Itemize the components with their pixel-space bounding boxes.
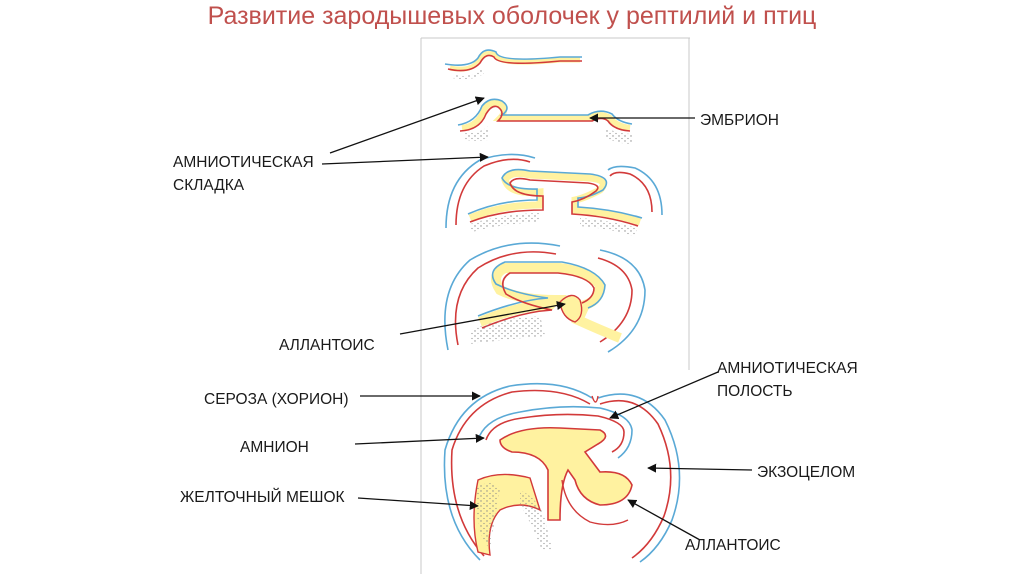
label-exocoelom: ЭКЗОЦЕЛОМ	[757, 464, 856, 481]
stage-5-figure	[443, 382, 681, 563]
label-amniotic-cavity: АМНИОТИЧЕСКАЯ ПОЛОСТЬ	[717, 357, 858, 403]
stage-1-figure	[444, 49, 582, 80]
arrow-amniotic-fold-2	[321, 152, 489, 165]
arrow-allantois-top	[399, 300, 566, 335]
arrow-allantois-bottom	[627, 499, 701, 541]
page-title: Развитие зародышевых оболочек у рептилий…	[207, 2, 817, 30]
stage-3-figure	[445, 153, 663, 236]
label-yolk-sac: ЖЕЛТОЧНЫЙ МЕШОК	[180, 489, 345, 506]
arrow-amnion	[354, 433, 485, 445]
pointer-arrows	[321, 96, 753, 541]
label-amniotic-fold-line1: АМНИОТИЧЕСКАЯ	[173, 154, 314, 171]
label-amniotic-fold-line2: СКЛАДКА	[173, 177, 245, 194]
label-allantois-bottom: АЛЛАНТОИС	[685, 537, 781, 554]
label-amnion: АМНИОН	[240, 439, 309, 456]
stage-2-figure	[457, 98, 633, 144]
stage-4-figure	[444, 242, 646, 353]
label-allantois-top: АЛЛАНТОИС	[279, 337, 375, 354]
label-amniotic-fold: АМНИОТИЧЕСКАЯ СКЛАДКА	[173, 151, 314, 197]
label-embryo: ЭМБРИОН	[700, 112, 779, 129]
arrow-amniotic-fold-1	[329, 96, 485, 154]
label-amniotic-cavity-line1: АМНИОТИЧЕСКАЯ	[717, 360, 858, 377]
arrow-amniotic-cavity	[609, 371, 719, 419]
arrow-exocoelom	[647, 463, 753, 473]
label-serosa: СЕРОЗА (ХОРИОН)	[204, 391, 349, 408]
label-amniotic-cavity-line2: ПОЛОСТЬ	[717, 383, 793, 400]
arrow-yolk-sac	[357, 497, 479, 510]
